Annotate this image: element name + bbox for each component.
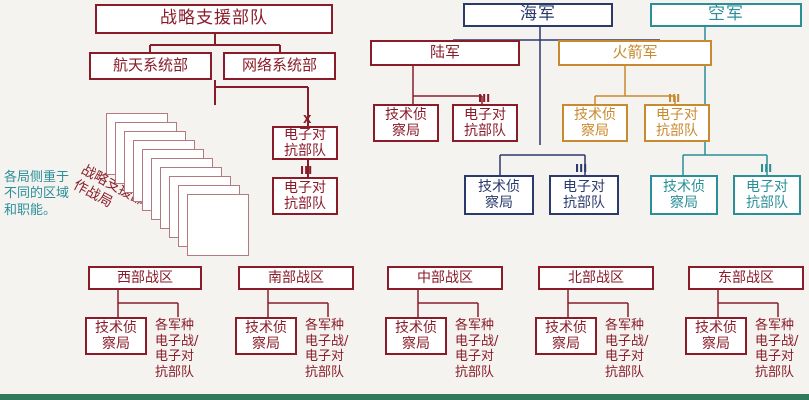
central-mixed-ew: 各军种 电子战/ 电子对 抗部队 xyxy=(455,318,499,380)
node-rocket-ew: 电子对 抗部队 xyxy=(644,104,710,142)
node-eastern-tech-recon: 技术侦 察局 xyxy=(685,317,747,355)
node-aerospace-systems-dept: 航天系统部 xyxy=(89,52,212,80)
node-rocket-force: 火箭军 xyxy=(558,40,712,66)
node-eastern-theater: 东部战区 xyxy=(688,266,804,290)
node-rocket-tech-recon: 技术侦 察局 xyxy=(562,104,628,142)
node-central-tech-recon: 技术侦 察局 xyxy=(385,317,447,355)
echelon-marker-iii: III xyxy=(668,92,681,105)
node-network-systems-dept: 网络系统部 xyxy=(223,52,336,80)
node-northern-tech-recon: 技术侦 察局 xyxy=(535,317,597,355)
node-army-ew: 电子对 抗部队 xyxy=(452,104,518,142)
echelon-marker-x: X xyxy=(303,113,312,126)
southern-mixed-ew: 各军种 电子战/ 电子对 抗部队 xyxy=(305,318,349,380)
node-central-theater: 中部战区 xyxy=(387,266,503,290)
western-mixed-ew: 各军种 电子战/ 电子对 抗部队 xyxy=(155,318,199,380)
node-army-tech-recon: 技术侦 察局 xyxy=(373,104,439,142)
echelon-marker-iii: III xyxy=(300,164,313,177)
node-af-ew: 电子对 抗部队 xyxy=(733,175,801,215)
node-ew-unit-iii: 电子对 抗部队 xyxy=(272,177,338,215)
node-southern-tech-recon: 技术侦 察局 xyxy=(235,317,297,355)
echelon-marker-iii: III xyxy=(760,162,773,175)
node-western-tech-recon: 技术侦 察局 xyxy=(85,317,147,355)
node-western-theater: 西部战区 xyxy=(88,266,202,290)
echelon-marker-iii: III xyxy=(478,92,491,105)
node-air-force: 空军 xyxy=(650,3,802,27)
node-navy: 海军 xyxy=(463,3,613,27)
node-army: 陆军 xyxy=(370,40,520,66)
node-navy-tech-recon: 技术侦 察局 xyxy=(464,175,534,215)
northern-mixed-ew: 各军种 电子战/ 电子对 抗部队 xyxy=(605,318,649,380)
eastern-mixed-ew: 各军种 电子战/ 电子对 抗部队 xyxy=(755,318,799,380)
node-ew-unit-x: 电子对 抗部队 xyxy=(272,126,338,160)
bottom-accent-bar xyxy=(0,394,809,400)
node-strategic-support-force: 战略支援部队 xyxy=(95,4,333,34)
echelon-marker-iii: III xyxy=(575,162,588,175)
side-note: 各局侧重于 不同的区域 和职能。 xyxy=(4,170,70,218)
node-af-tech-recon: 技术侦 察局 xyxy=(650,175,718,215)
node-northern-theater: 北部战区 xyxy=(538,266,654,290)
bureau-card xyxy=(187,194,249,256)
node-southern-theater: 南部战区 xyxy=(238,266,354,290)
node-navy-ew: 电子对 抗部队 xyxy=(549,175,619,215)
